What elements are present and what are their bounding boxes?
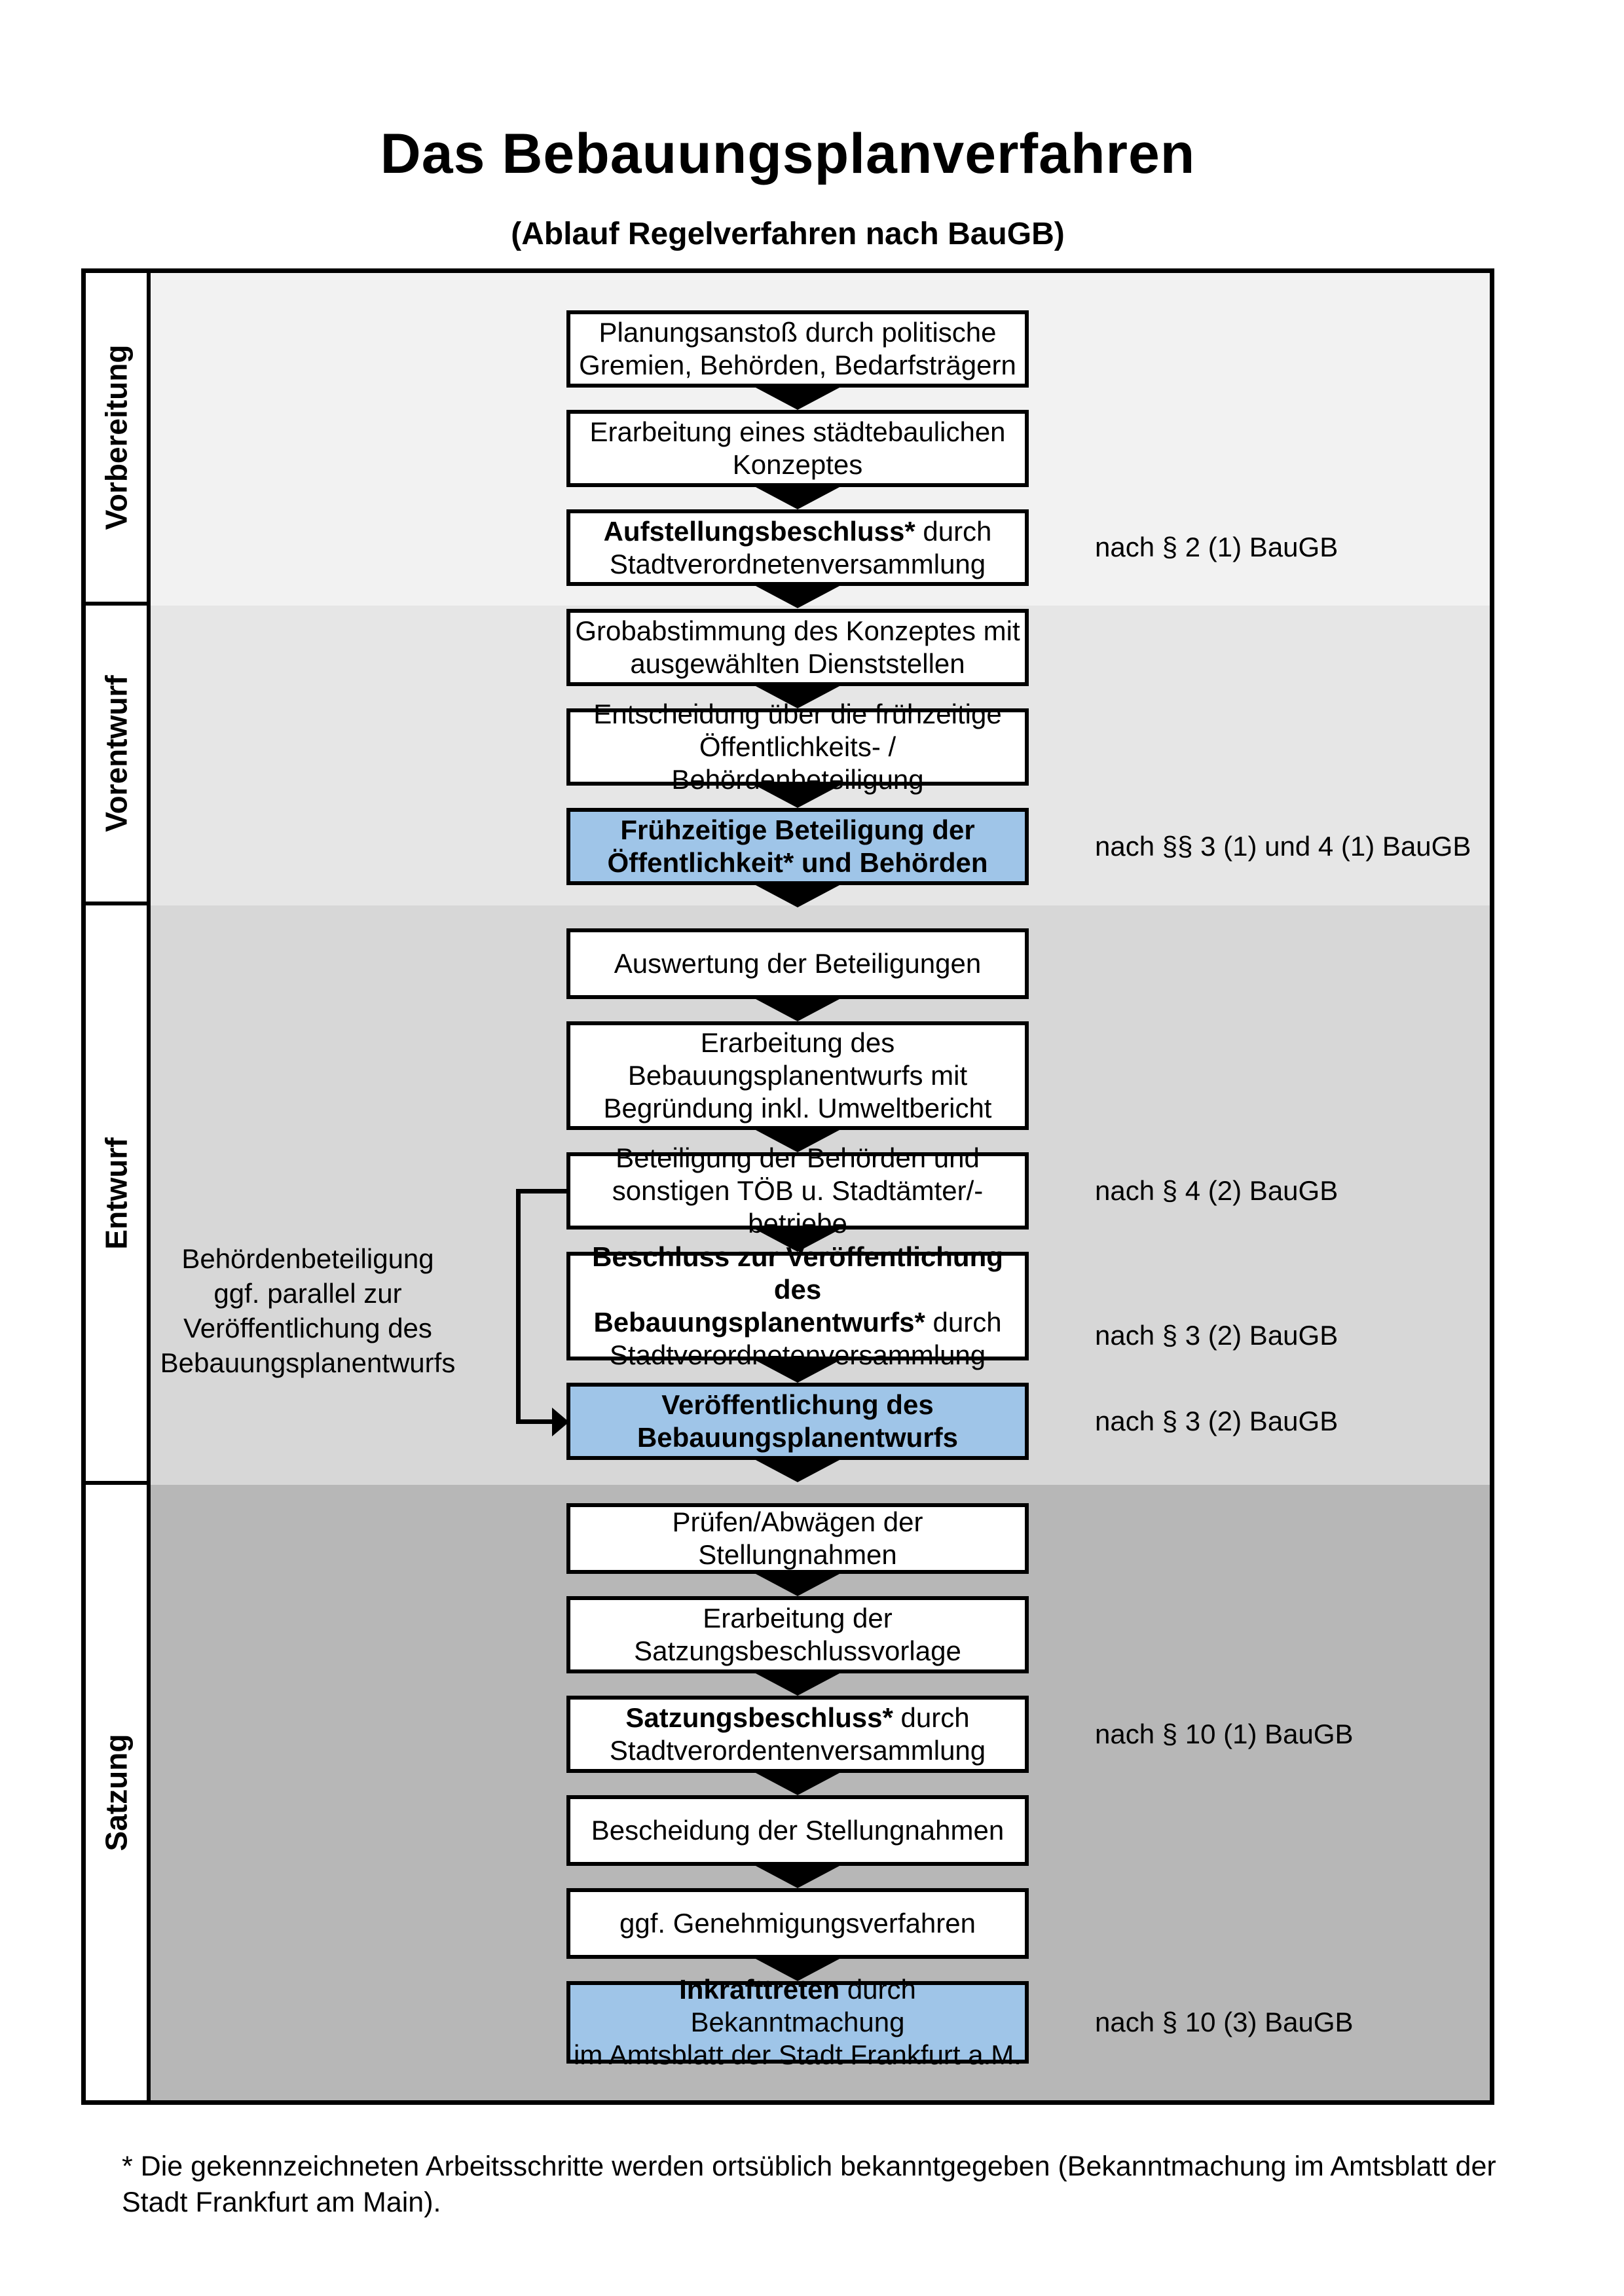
arrow-down-icon (756, 1959, 840, 1981)
legal-reference: nach § 4 (2) BauGB (1095, 1175, 1338, 1206)
bracket-line-vertical (516, 1189, 521, 1424)
phase-label-text: Satzung (99, 1734, 134, 1851)
arrow-right-icon (552, 1408, 569, 1436)
arrow-down-icon (756, 786, 840, 808)
arrow-down-icon (756, 1773, 840, 1795)
arrow-down-icon (756, 586, 840, 608)
bracket-line-top (516, 1189, 566, 1194)
arrow-down-icon (756, 1673, 840, 1696)
phase-label-text: Entwurf (99, 1137, 134, 1250)
arrow-down-icon (756, 388, 840, 410)
arrow-down-icon (756, 1460, 840, 1482)
arrow-down-icon (756, 1130, 840, 1152)
arrow-down-icon (756, 487, 840, 509)
step-box-pruefen-abwaegen: Prüfen/Abwägen der Stellungnahmen (566, 1503, 1029, 1574)
legal-reference: nach § 2 (1) BauGB (1095, 532, 1338, 562)
step-box-genehmigungsverfahren: ggf. Genehmigungsverfahren (566, 1888, 1029, 1959)
phase-label-satzung: Satzung (86, 1485, 147, 2100)
step-box-bescheidung: Bescheidung der Stellungnahmen (566, 1795, 1029, 1866)
legal-reference: nach § 3 (2) BauGB (1095, 1406, 1338, 1436)
page-subtitle: (Ablauf Regelverfahren nach BauGB) (511, 217, 1065, 251)
phase-label-vorbereitung: Vorbereitung (86, 273, 147, 606)
page-title: Das Bebauungsplanverfahren (380, 122, 1196, 185)
arrow-down-icon (756, 1574, 840, 1596)
arrow-down-icon (756, 885, 840, 907)
legal-reference: nach § 10 (3) BauGB (1095, 2007, 1354, 2037)
arrow-down-icon (756, 1866, 840, 1888)
footnote: * Die gekennzeichneten Arbeitsschritte w… (122, 2151, 1496, 2218)
legal-reference: nach §§ 3 (1) und 4 (1) BauGB (1095, 831, 1471, 862)
legal-reference: nach § 10 (1) BauGB (1095, 1719, 1354, 1749)
phase-label-text: Vorentwurf (99, 675, 134, 832)
arrow-down-icon (756, 686, 840, 708)
phase-label-entwurf: Entwurf (86, 905, 147, 1485)
arrow-down-icon (756, 1230, 840, 1252)
phase-label-column: Vorbereitung Vorentwurf Entwurf Satzung (86, 273, 151, 2100)
phase-label-vorentwurf: Vorentwurf (86, 606, 147, 905)
bracket-line-bottom (516, 1419, 553, 1424)
arrow-down-icon (756, 999, 840, 1021)
arrow-down-icon (756, 1360, 840, 1383)
phase-label-text: Vorbereitung (99, 344, 134, 530)
step-box-auswertung: Auswertung der Beteiligungen (566, 928, 1029, 999)
legal-reference: nach § 3 (2) BauGB (1095, 1320, 1338, 1351)
